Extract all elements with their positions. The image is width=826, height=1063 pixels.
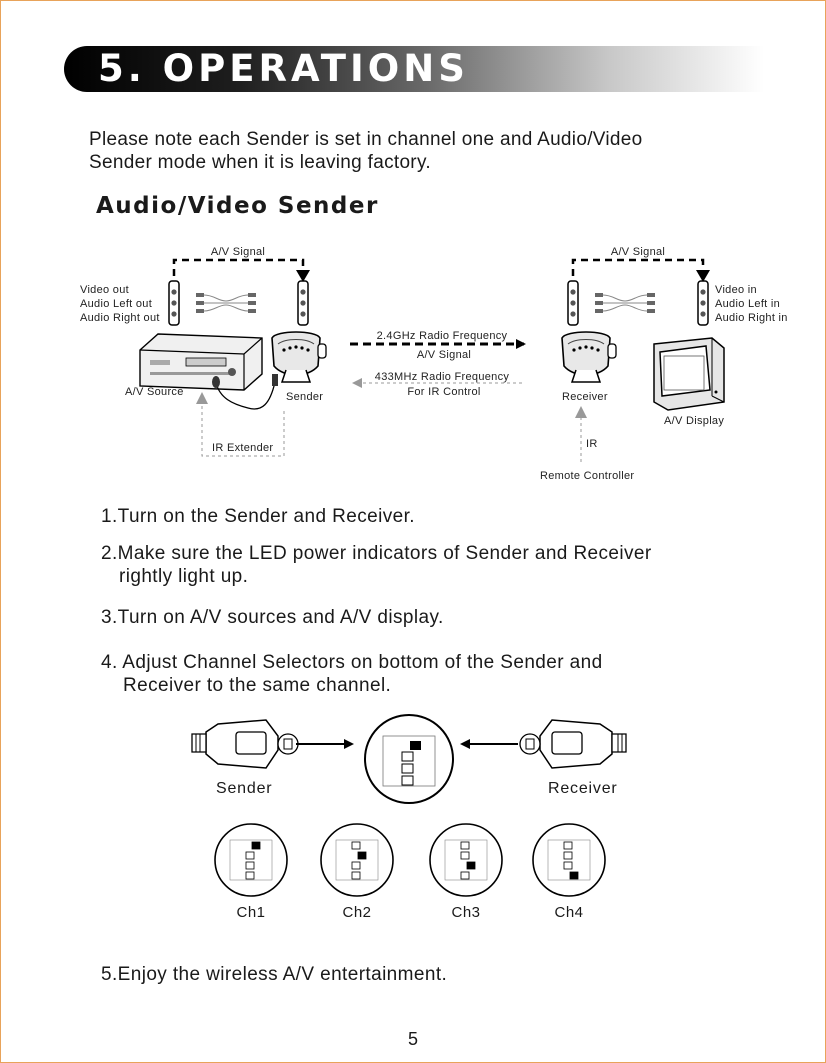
intro-line-2: Sender mode when it is leaving factory. [89, 152, 431, 173]
rf-433mhz-label: 433MHz Radio Frequency [374, 371, 510, 383]
ir-remote-link [575, 406, 587, 462]
sender-bottom-icon [191, 719, 299, 769]
ir-extender-cable-icon [212, 374, 278, 410]
step-2: 2.Make sure the LED power indicators of … [101, 542, 652, 588]
page-number: 5 [407, 1029, 418, 1049]
remote-controller-label: Remote Controller [540, 470, 635, 482]
dip-toggle-4 [460, 871, 470, 880]
dip-toggle-2 [245, 851, 255, 860]
dip-toggle-4 [245, 871, 255, 880]
av-source-icon [139, 333, 263, 391]
rf-24ghz-label: 2.4GHz Radio Frequency [376, 330, 508, 342]
dip-toggle-1 [351, 841, 361, 850]
sender-plug-icon [297, 280, 309, 326]
source-port-video-out: Video out [80, 284, 129, 296]
av-source-label: A/V Source [125, 386, 184, 398]
dip-switch-ch1-icon [214, 823, 288, 897]
dip-toggle-3 [563, 861, 573, 870]
step-text-continued: Receiver to the same channel. [123, 675, 392, 696]
av-display-icon [653, 337, 725, 411]
av-signal-left-label: A/V Signal [210, 246, 266, 258]
dip-toggle-1 [251, 841, 261, 850]
section-banner [64, 46, 764, 92]
dip-switch-large-icon [364, 714, 454, 804]
section-title: 5. OPERATIONS [98, 47, 469, 90]
ir-extender-bracket [196, 392, 285, 457]
dip-toggle-2 [460, 851, 470, 860]
av-signal-right-label: A/V Signal [610, 246, 666, 258]
step-number: 5. [101, 964, 118, 985]
step-number: 2. [101, 543, 118, 564]
step-text: Make sure the LED power indicators of Se… [117, 543, 652, 564]
source-port-audio-left-out: Audio Left out [80, 298, 153, 310]
dip-toggle-2 [357, 851, 367, 860]
step-number: 1. [101, 506, 118, 527]
ir-label: IR [586, 438, 598, 450]
step-text: Turn on the Sender and Receiver. [117, 506, 415, 527]
channel-sender-label: Sender [216, 780, 273, 797]
step-text-continued: rightly light up. [119, 566, 249, 587]
ch2-label: Ch2 [342, 904, 372, 921]
display-port-video-in: Video in [715, 284, 757, 296]
receiver-label: Receiver [562, 391, 608, 403]
rf-433mhz-sub-label: For IR Control [407, 386, 481, 398]
ch1-label: Ch1 [236, 904, 266, 921]
dip-toggle-3 [245, 861, 255, 870]
av-signal-link-right [571, 258, 710, 282]
display-plug-icon [697, 280, 709, 326]
display-port-audio-right-in: Audio Right in [715, 312, 788, 324]
source-port-audio-right-out: Audio Right out [80, 312, 160, 324]
dip-toggle-4 [569, 871, 579, 880]
intro-paragraph: Please note each Sender is set in channe… [89, 128, 769, 174]
step-number: 3. [101, 607, 118, 628]
rf-24ghz-sub-label: A/V Signal [416, 349, 472, 361]
subheading: Audio/Video Sender [96, 193, 379, 219]
receiver-plug-icon [567, 280, 579, 326]
receiver-bottom-icon [519, 719, 627, 769]
step-text: Turn on A/V sources and A/V display. [117, 607, 444, 628]
step-4: 4. Adjust Channel Selectors on bottom of… [101, 651, 603, 697]
step-text: Adjust Channel Selectors on bottom of th… [117, 652, 603, 673]
sender-label: Sender [286, 391, 324, 403]
dip-switch-ch2-icon [320, 823, 394, 897]
dip-toggle-1 [460, 841, 470, 850]
dip-toggle-3 [466, 861, 476, 870]
ir-extender-label: IR Extender [212, 442, 274, 454]
source-plug-icon [168, 280, 180, 326]
dip-toggle-4 [351, 871, 361, 880]
step-1: 1.Turn on the Sender and Receiver. [101, 505, 415, 528]
display-port-audio-left-in: Audio Left in [715, 298, 781, 310]
dip-toggle-2 [563, 851, 573, 860]
channel-receiver-label: Receiver [548, 780, 618, 797]
ch3-label: Ch3 [451, 904, 481, 921]
step-text: Enjoy the wireless A/V entertainment. [117, 964, 448, 985]
step-3: 3.Turn on A/V sources and A/V display. [101, 606, 444, 629]
dip-switch-ch4-icon [532, 823, 606, 897]
intro-line-1: Please note each Sender is set in channe… [89, 129, 643, 150]
av-display-label: A/V Display [664, 415, 725, 427]
step-number: 4. [101, 652, 118, 673]
step-5: 5.Enjoy the wireless A/V entertainment. [101, 963, 447, 986]
dip-switch-ch3-icon [429, 823, 503, 897]
dip-toggle-1 [563, 841, 573, 850]
av-signal-link-left [172, 258, 310, 282]
dip-toggle-3 [351, 861, 361, 870]
ch4-label: Ch4 [554, 904, 584, 921]
